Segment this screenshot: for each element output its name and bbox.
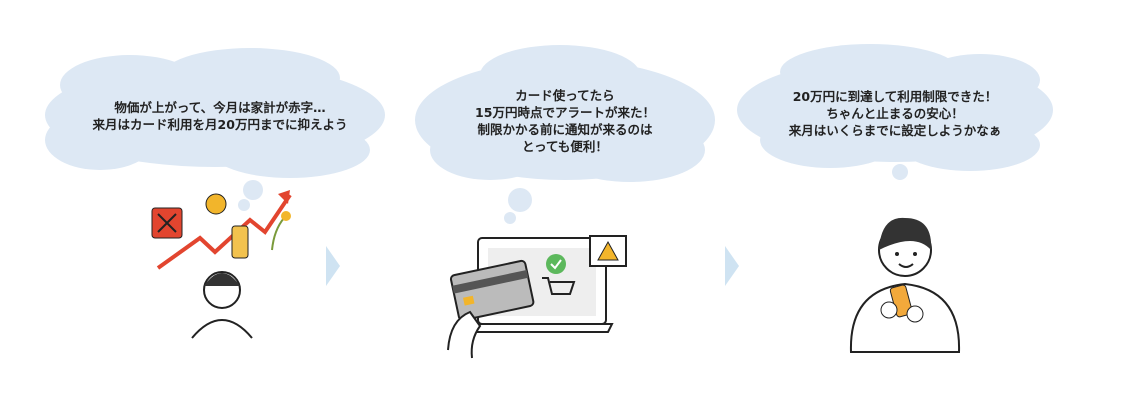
- speech-text: 20万円に到達して利用制限できた！ ちゃんと止まるの安心！ 来月はいくらまでに設…: [750, 88, 1040, 139]
- text-line: カード使ってたら: [515, 88, 615, 103]
- text-line: ちゃんと止まるの安心！: [826, 106, 964, 121]
- thought-cloud: [737, 44, 1053, 180]
- laptop-base: [468, 323, 614, 333]
- cart-icon: [542, 277, 576, 295]
- speech-text: 物価が上がって、今月は家計が赤字… 来月はカード利用を月20万円までに抑えよう: [60, 99, 380, 133]
- text-line: 物価が上がって、今月は家計が赤字…: [114, 100, 326, 115]
- step-2-panel: カード使ってたら 15万円時点でアラートが来た！ 制限かかる前に通知が来るのは …: [400, 0, 730, 412]
- thought-cloud: [45, 48, 385, 211]
- thought-cloud: [415, 45, 715, 224]
- oil-bottle-icon: [231, 225, 249, 259]
- text-line: 15万円時点でアラートが来た！: [475, 105, 655, 120]
- rising-prices-illustration: [151, 190, 292, 339]
- step-1-panel: 物価が上がって、今月は家計が赤字… 来月はカード利用を月20万円までに抑えよう: [0, 0, 400, 412]
- step-3-panel: 20万円に到達して利用制限できた！ ちゃんと止まるの安心！ 来月はいくらまでに設…: [730, 0, 1122, 412]
- text-line: とっても便利！: [522, 139, 608, 154]
- text-line: 来月はカード利用を月20万円までに抑えよう: [92, 117, 348, 132]
- text-line: 来月はいくらまでに設定しようかなぁ: [788, 123, 1002, 138]
- laptop-card-illustration: [447, 235, 627, 359]
- chevron-right-icon: [725, 246, 739, 286]
- lightbulb-icon: [205, 193, 227, 215]
- text-line: 20万円に到達して利用制限できた！: [792, 89, 998, 104]
- check-icon: [546, 254, 566, 274]
- happy-person-with-phone: [849, 217, 961, 353]
- text-line: 制限かかる前に通知が来るのは: [477, 122, 653, 137]
- chevron-right-icon: [326, 246, 340, 286]
- speech-text: カード使ってたら 15万円時点でアラートが来た！ 制限かかる前に通知が来るのは …: [440, 87, 690, 155]
- hand: [447, 310, 482, 359]
- wheat-icon: [271, 217, 285, 251]
